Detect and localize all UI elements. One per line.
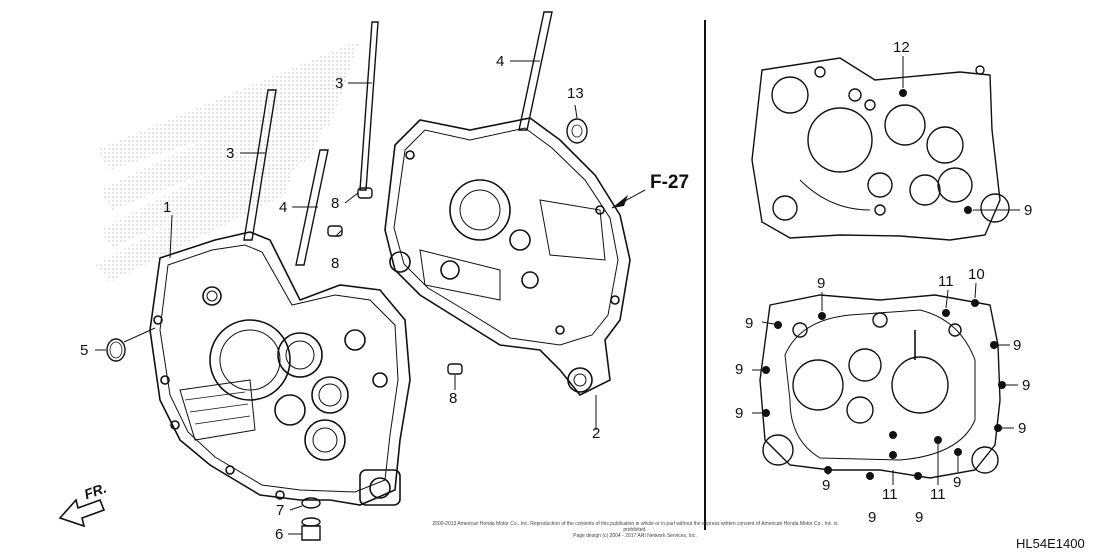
callout-part-9: 9: [915, 509, 924, 526]
right-crankcase: [384, 117, 631, 397]
callout-part-6: 6: [275, 526, 284, 543]
callout-part-8-middle: 8: [331, 255, 340, 272]
callout-part-4-lower: 4: [279, 199, 288, 216]
callout-part-11: 11: [930, 486, 946, 503]
gasket-top-markers: [899, 89, 972, 214]
callout-part-9: 9: [735, 405, 744, 422]
case-gasket-bottom: [759, 294, 1001, 479]
callout-part-9: 9: [1022, 377, 1031, 394]
copyright-line-2: Page design (c) 2004 - 2017 ARI Network …: [573, 533, 697, 539]
callout-part-7: 7: [276, 502, 285, 519]
callout-part-2: 2: [592, 425, 601, 442]
diagram-code: HL54E1400: [1016, 536, 1085, 551]
left-crankcase: [149, 231, 411, 506]
callout-part-11: 11: [882, 486, 898, 503]
callout-part-1: 1: [163, 199, 172, 216]
studs: [243, 11, 553, 266]
callout-part-9: 9: [1018, 420, 1027, 437]
halftone-wing-logo: [96, 40, 360, 282]
front-arrow-icon: [58, 498, 106, 528]
small-parts: [106, 118, 588, 541]
copyright-notice: 2000-2013 American Honda Motor Co., Inc.…: [430, 521, 840, 539]
callout-part-8-lower: 8: [449, 390, 458, 407]
callout-part-9: 9: [1013, 337, 1022, 354]
callout-part-10: 10: [968, 266, 985, 283]
reference-label: F-27: [650, 172, 690, 193]
callout-part-9: 9: [822, 477, 831, 494]
callout-part-9: 9: [817, 275, 826, 292]
callout-part-9: 9: [868, 509, 877, 526]
gasket-bottom-markers: [762, 299, 1006, 480]
callout-part-9: 9: [953, 474, 962, 491]
callout-part-8-upper: 8: [331, 195, 340, 212]
callout-part-9: 9: [745, 315, 754, 332]
callout-part-9: 9: [1024, 202, 1033, 219]
callout-part-3-upper: 3: [335, 75, 344, 92]
callout-part-3-lower: 3: [226, 145, 235, 162]
callout-part-4-upper: 4: [496, 53, 505, 70]
callout-part-9: 9: [735, 361, 744, 378]
callout-part-13: 13: [567, 85, 584, 102]
reference-arrow: [612, 195, 628, 208]
callout-part-11: 11: [938, 273, 954, 290]
callout-part-5: 5: [80, 342, 89, 359]
callout-part-12: 12: [893, 39, 910, 56]
copyright-line-1: 2000-2013 American Honda Motor Co., Inc.…: [432, 521, 838, 533]
